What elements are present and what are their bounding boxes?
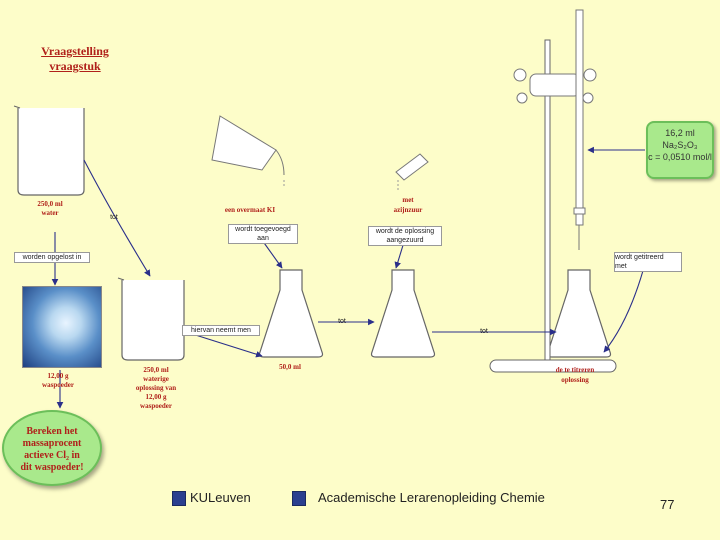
- beaker1-content: water: [28, 209, 72, 218]
- burette-icon: [574, 10, 585, 250]
- chemistry-logo-icon: [292, 491, 306, 506]
- tot-label-3: tot: [476, 327, 492, 336]
- pouring-beaker-ki-icon: [212, 116, 284, 188]
- getitreerd-line2: met: [615, 262, 681, 271]
- acid-box-line2: aangezuurd: [369, 236, 441, 245]
- footer-program: Academische Lerarenopleiding Chemie: [318, 490, 545, 505]
- ki-box-line2: aan: [229, 234, 297, 243]
- calc-line4: dit waspoeder!: [4, 462, 100, 474]
- titrant-concentration: c = 0,0510 mol/l: [648, 151, 712, 163]
- clamp-icon: [514, 69, 596, 103]
- powder-name: waspoeder: [28, 381, 88, 390]
- beaker2-line3: oplossing van: [124, 384, 188, 393]
- tot-label-2: tot: [334, 317, 350, 326]
- opgelost-box: worden opgelost in: [14, 252, 90, 263]
- beaker2-line4: 12,00 g: [124, 393, 188, 402]
- erlenmeyer-flask-3-icon: [548, 270, 611, 357]
- pouring-vessel-acid-icon: [396, 154, 428, 192]
- beaker-solution-icon: [118, 278, 184, 360]
- powder-mass: 12,00 g: [28, 372, 88, 381]
- hiervan-box: hiervan neemt men: [182, 325, 260, 336]
- beaker1-volume: 250,0 ml: [28, 200, 72, 209]
- acid-line1: met: [380, 196, 436, 205]
- waspoeder-photo: [22, 286, 102, 368]
- beaker2-line1: 250,0 ml: [124, 366, 188, 375]
- calc-line3: actieve Cl₂ in: [4, 450, 100, 462]
- flask1-volume: 50,0 ml: [272, 363, 308, 372]
- beaker2-line2: waterige: [124, 375, 188, 384]
- beaker2-line5: waspoeder: [124, 402, 188, 411]
- beaker-water-icon: [14, 106, 84, 195]
- flask3-line1: de te titreren: [540, 366, 610, 375]
- acid-box-line1: wordt de oplossing: [369, 227, 441, 236]
- ki-label: een overmaat KI: [210, 206, 290, 215]
- acid-line2: azijnzuur: [380, 206, 436, 215]
- titrant-volume: 16,2 ml: [648, 127, 712, 139]
- titrant-formula: Na₂S₂O₃: [648, 139, 712, 151]
- erlenmeyer-flask-2-icon: [372, 270, 435, 357]
- page-number: 77: [660, 497, 674, 512]
- getitreerd-line1: wordt getitreerd: [615, 253, 681, 262]
- ki-box: wordt toegevoegd aan: [228, 224, 298, 244]
- calc-line2: massaprocent: [4, 438, 100, 450]
- footer-university: KULeuven: [190, 490, 251, 505]
- calculate-question-box: Bereken het massaprocent actieve Cl₂ in …: [2, 410, 102, 486]
- titrant-box: 16,2 ml Na₂S₂O₃ c = 0,0510 mol/l: [646, 121, 714, 179]
- acid-box: wordt de oplossing aangezuurd: [368, 226, 442, 246]
- calc-line1: Bereken het: [4, 426, 100, 438]
- flask3-line2: oplossing: [540, 376, 610, 385]
- tot-label-1: tot: [104, 213, 124, 222]
- getitreerd-box: wordt getitreerd met: [614, 252, 682, 272]
- erlenmeyer-flask-1-icon: [260, 270, 323, 357]
- ki-box-line1: wordt toegevoegd: [229, 225, 297, 234]
- kuleuven-logo-icon: [172, 491, 186, 506]
